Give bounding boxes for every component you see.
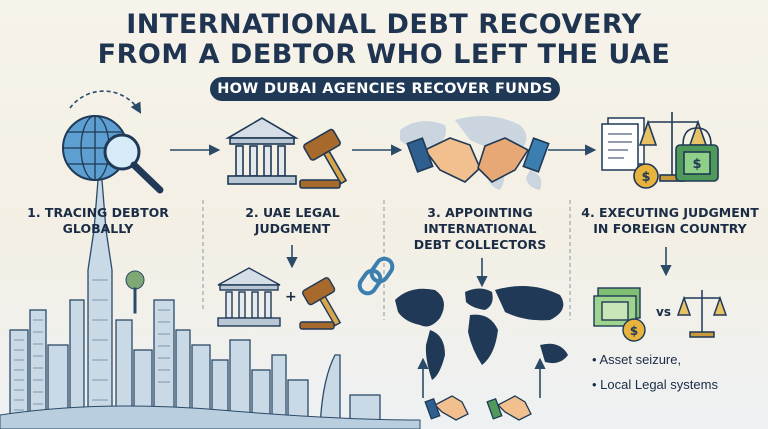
plus-sign: + bbox=[285, 289, 297, 305]
title-line-2: FROM A DEBTOR WHO LEFT THE UAE bbox=[97, 39, 671, 70]
step-1-label: 1. TRACING DEBTOR GLOBALLY bbox=[27, 205, 169, 236]
step-2-label: 2. UAE LEGAL JUDGMENT bbox=[245, 205, 340, 236]
lock-money-symbol: $ bbox=[692, 157, 701, 172]
coin-symbol: $ bbox=[641, 170, 650, 185]
bullet-local-legal-systems: • Local Legal systems bbox=[592, 377, 718, 392]
coin-symbol-small: $ bbox=[630, 324, 638, 338]
bullet-asset-seizure: • Asset seizure, bbox=[592, 352, 682, 367]
step-3-label: 3. APPOINTING INTERNATIONAL DEBT COLLECT… bbox=[413, 205, 547, 252]
vs-label: vs bbox=[656, 305, 671, 319]
subtitle-banner: HOW DUBAI AGENCIES RECOVER FUNDS bbox=[210, 77, 560, 101]
step-4-label: 4. EXECUTING JUDGMENT IN FOREIGN COUNTRY bbox=[581, 205, 759, 236]
title-line-1: INTERNATIONAL DEBT RECOVERY bbox=[126, 9, 642, 40]
